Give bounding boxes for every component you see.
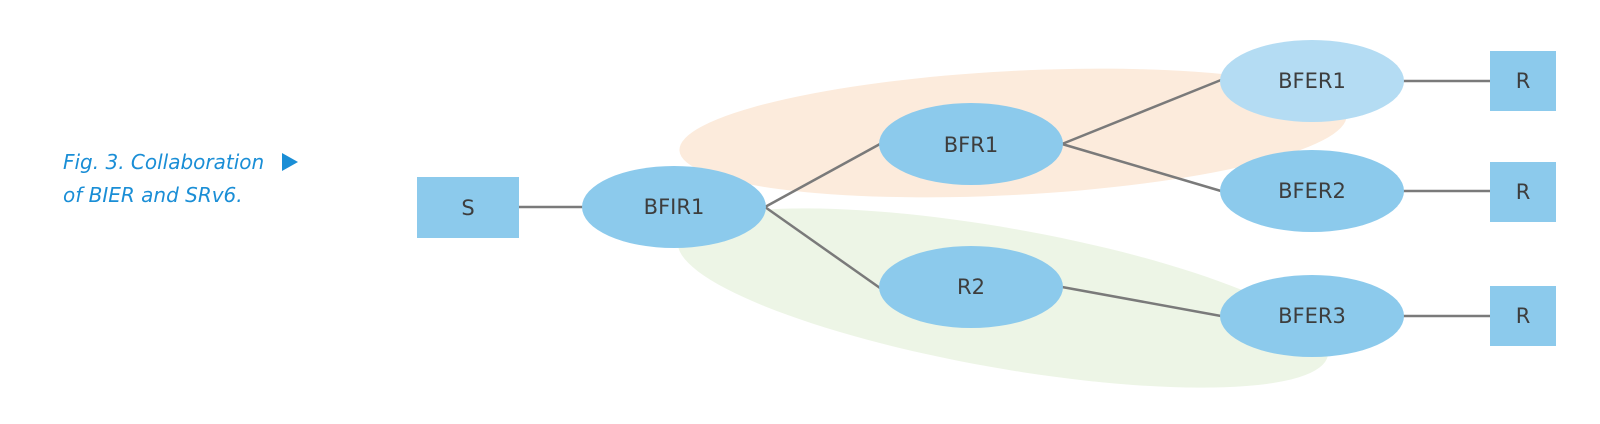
bfer2-label: BFER2 xyxy=(1278,179,1346,203)
figure-caption: Fig. 3. Collaboration of BIER and SRv6. xyxy=(63,146,303,212)
edge-bfr1-bfer1 xyxy=(1061,78,1222,146)
source-label: S xyxy=(461,196,474,220)
bfer3-label: BFER3 xyxy=(1278,304,1346,328)
bfr1-node: BFR1 xyxy=(879,103,1063,185)
bfer1-label: BFER1 xyxy=(1278,69,1346,93)
receiver-node-1: R xyxy=(1490,51,1556,111)
caption-line-1: Fig. 3. Collaboration xyxy=(63,150,265,174)
bfir1-label: BFIR1 xyxy=(644,195,705,219)
edge-bfr1-bfer2 xyxy=(1061,142,1222,193)
bfer1-node: BFER1 xyxy=(1220,40,1404,122)
bfr1-label: BFR1 xyxy=(944,133,998,157)
bfir1-node: BFIR1 xyxy=(582,166,766,248)
caption-line-2: of BIER and SRv6. xyxy=(63,183,243,207)
bfer2-node: BFER2 xyxy=(1220,150,1404,232)
receiver-label-3: R xyxy=(1516,304,1531,328)
edge-r2-bfer3 xyxy=(1061,285,1222,318)
receiver-node-3: R xyxy=(1490,286,1556,346)
r2-label: R2 xyxy=(957,275,985,299)
edge-bfir1-bfr1 xyxy=(764,142,881,209)
r2-node: R2 xyxy=(879,246,1063,328)
receiver-label-2: R xyxy=(1516,180,1531,204)
play-arrow-icon xyxy=(282,153,298,171)
receiver-label-1: R xyxy=(1516,69,1531,93)
receiver-node-2: R xyxy=(1490,162,1556,222)
edge-bfir1-r2 xyxy=(764,205,881,290)
source-node: S xyxy=(417,177,519,238)
bfer3-node: BFER3 xyxy=(1220,275,1404,357)
